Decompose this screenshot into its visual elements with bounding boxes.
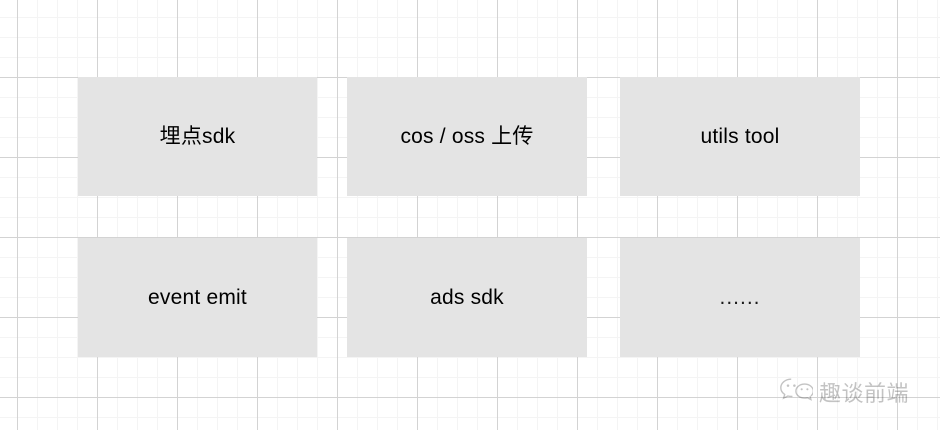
node-label: 埋点sdk bbox=[159, 124, 236, 148]
diagram-node-burial-point-sdk[interactable]: 埋点sdk bbox=[78, 77, 317, 196]
node-label: ...... bbox=[719, 285, 761, 309]
node-label: cos / oss 上传 bbox=[400, 124, 534, 148]
diagram-node-cos-oss-upload[interactable]: cos / oss 上传 bbox=[347, 77, 587, 196]
diagram-node-utils-tool[interactable]: utils tool bbox=[620, 77, 860, 196]
node-label: event emit bbox=[148, 285, 247, 309]
diagram-node-ellipsis[interactable]: ...... bbox=[620, 238, 860, 357]
diagram-node-event-emit[interactable]: event emit bbox=[78, 238, 317, 357]
diagram-node-ads-sdk[interactable]: ads sdk bbox=[347, 238, 587, 357]
watermark-text: 趣谈前端 bbox=[819, 381, 910, 406]
wechat-logo-icon bbox=[779, 377, 815, 407]
node-label: ads sdk bbox=[430, 285, 504, 309]
watermark: 趣谈前端 bbox=[779, 376, 909, 408]
node-label: utils tool bbox=[700, 124, 780, 148]
